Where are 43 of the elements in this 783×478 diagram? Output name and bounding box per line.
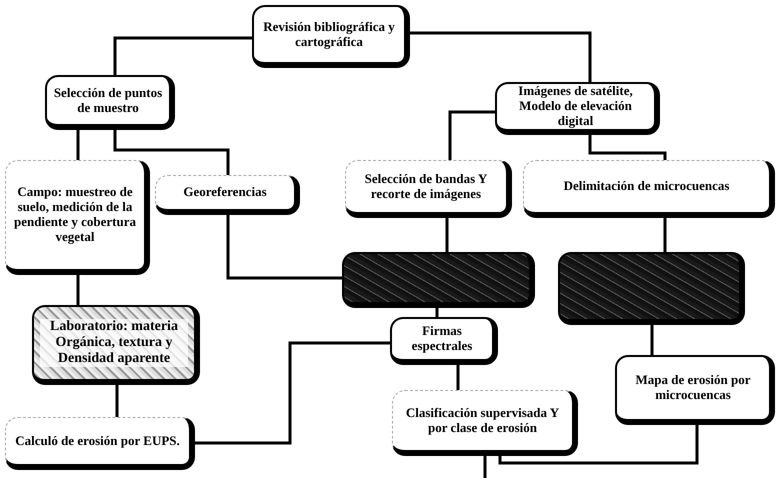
shaded-box — [558, 252, 745, 325]
box-label: Laboratorio: materia Orgánica, textura y Densidad aparente — [40, 318, 188, 368]
connector-line — [114, 36, 252, 75]
box-label: Mapa de erosión por microcuencas — [634, 373, 752, 403]
connector-line — [498, 425, 698, 464]
connector-line — [484, 456, 486, 478]
process-box — [390, 317, 498, 365]
box-label: Firmas espectrales — [410, 324, 474, 354]
box-label: Imágenes de satélite, Modelo de elevación digital — [517, 84, 634, 129]
connector-line — [664, 218, 666, 252]
connector-line — [448, 110, 495, 160]
process-box — [615, 355, 775, 425]
connector-line — [588, 135, 666, 160]
box-label: Campo: muestreo de suelo, medición de la pendiente y cobertura vegetal — [12, 185, 138, 245]
connector-line — [226, 215, 342, 280]
box-label: Selección de puntos de muestro — [53, 86, 163, 116]
connector-line — [195, 342, 390, 444]
connector-line — [410, 32, 592, 82]
process-box — [32, 305, 200, 385]
process-box — [5, 417, 195, 470]
process-box — [392, 390, 578, 456]
box-label: Selección de bandas Y recorte de imágenes — [364, 172, 488, 202]
connector-line — [456, 365, 460, 390]
connector-line — [436, 308, 438, 317]
connector-line — [76, 130, 80, 160]
process-box — [155, 175, 300, 215]
connector-line — [76, 275, 80, 305]
box-label: Clasificación supervisada Y por clase de erosión — [404, 406, 560, 436]
box-label: Georeferencias — [183, 185, 267, 200]
connector-line — [114, 130, 230, 175]
process-box — [45, 75, 175, 130]
process-box — [345, 160, 512, 218]
process-box — [5, 160, 150, 275]
process-box — [495, 82, 660, 135]
process-box — [523, 160, 775, 218]
connector-line — [116, 385, 118, 417]
shaded-box — [342, 252, 535, 308]
box-label: Revisión bibliográfica y cartográfica — [262, 20, 396, 50]
process-box — [252, 5, 410, 68]
box-label: Delimitación de microcuencas — [564, 179, 730, 194]
connector-line — [650, 325, 654, 355]
connector-line — [446, 218, 448, 252]
box-label: Calculó de erosión por EUPS. — [15, 434, 180, 448]
